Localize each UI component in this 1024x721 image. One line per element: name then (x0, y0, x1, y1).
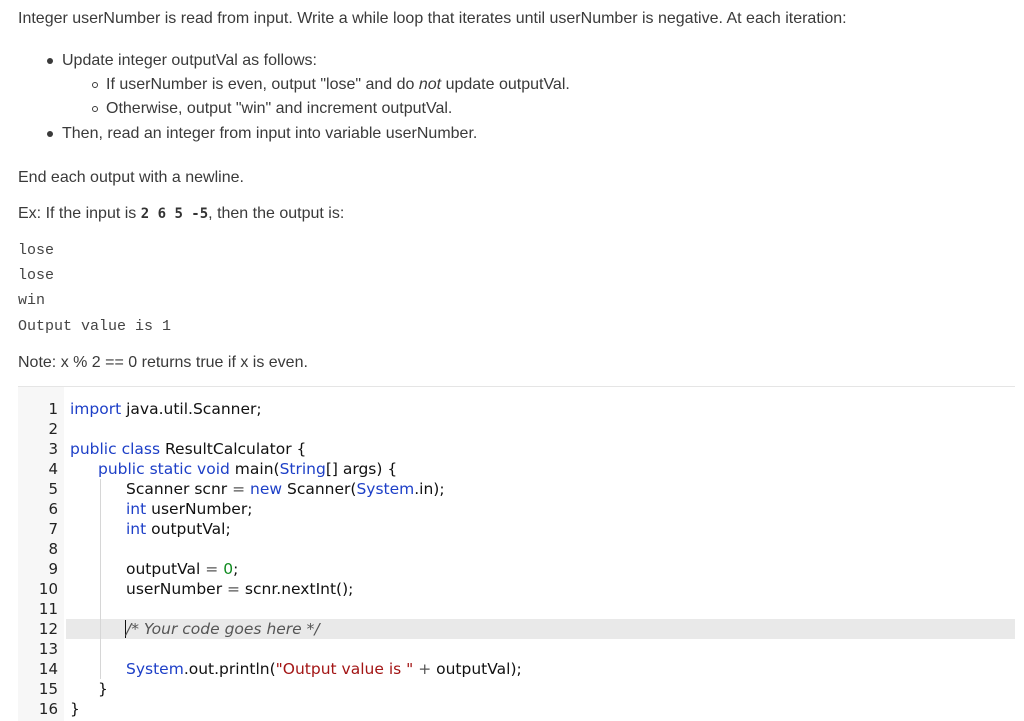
code-line-4[interactable]: public static void main(String[] args) { (98, 459, 397, 479)
line-number: 3 (48, 440, 58, 458)
code-line-14[interactable]: System.out.println("Output value is " + … (126, 659, 522, 679)
active-line-highlight (66, 619, 1015, 639)
operator: = (205, 560, 219, 578)
line-number: 5 (48, 480, 58, 498)
code-text: .out.println( (183, 660, 276, 678)
line-number: 6 (48, 500, 58, 518)
string-literal: "Output value is " (275, 660, 414, 678)
code-text: Scanner( (282, 480, 357, 498)
code-text: userNumber; (146, 500, 253, 518)
line-number: 16 (38, 700, 58, 718)
indent-guide (100, 479, 101, 679)
code-line-7[interactable]: int outputVal; (126, 519, 231, 539)
line-number: 14 (38, 660, 58, 678)
sub-bullet-even-post: update outputVal. (441, 76, 570, 93)
example-text: Ex: If the input is 2 6 5 -5, then the o… (18, 204, 344, 224)
code-line-16[interactable]: } (70, 700, 80, 718)
code-text: java.util.Scanner; (121, 400, 262, 418)
code-editor[interactable]: 1 2 3 4 5 6 7 8 9 10 11 12 13 14 15 16 i… (18, 386, 1015, 721)
line-number: 10 (38, 580, 58, 598)
keyword: import (70, 400, 122, 418)
bullet-dot-icon (47, 58, 53, 64)
line-number: 2 (48, 420, 58, 438)
line-number: 11 (38, 600, 58, 618)
code-text: scnr.nextInt(); (240, 580, 354, 598)
keyword: int (126, 520, 147, 538)
operator: + (413, 660, 432, 678)
code-text: Scanner scnr (126, 480, 233, 498)
operator: = (232, 480, 246, 498)
sub-bullet-even-emphasis: not (418, 76, 442, 93)
line-number: 9 (48, 560, 58, 578)
line-number: 15 (38, 680, 58, 698)
output-line-4: Output value is 1 (18, 318, 172, 335)
output-line-3: win (18, 292, 46, 309)
code-text: ResultCalculator { (160, 440, 307, 458)
number-literal: 0 (218, 560, 234, 578)
text-cursor (125, 620, 126, 638)
code-line-15[interactable]: } (98, 680, 108, 698)
code-text: userNumber (126, 580, 227, 598)
sub-bullet-even-pre: If userNumber is even, output "lose" and… (106, 76, 419, 93)
example-pre: Ex: If the input is (18, 205, 141, 222)
code-line-3[interactable]: public class ResultCalculator { (70, 439, 306, 459)
keyword: public static void (98, 460, 230, 478)
code-text: ; (233, 560, 239, 578)
line-number: 4 (48, 460, 58, 478)
code-line-6[interactable]: int userNumber; (126, 499, 252, 519)
code-text: [] args) { (325, 460, 398, 478)
code-line-1[interactable]: import java.util.Scanner; (70, 399, 262, 419)
end-note-text: End each output with a newline. (18, 169, 244, 186)
code-text: outputVal); (431, 660, 522, 678)
bullet-ring-icon (92, 106, 98, 112)
code-line-5[interactable]: Scanner scnr = new Scanner(System.in); (126, 479, 445, 499)
bullet-dot-icon (47, 131, 53, 137)
keyword: int (126, 500, 147, 518)
operator: = (227, 580, 240, 598)
type-name: System (126, 660, 184, 678)
code-line-9[interactable]: outputVal = 0; (126, 559, 238, 579)
code-text: .in); (414, 480, 445, 498)
intro-text: Integer userNumber is read from input. W… (18, 10, 847, 27)
line-number: 13 (38, 640, 58, 658)
code-text: outputVal (126, 560, 206, 578)
type-name: String (279, 460, 326, 478)
code-line-10[interactable]: userNumber = scnr.nextInt(); (126, 579, 353, 599)
output-line-1: lose (18, 242, 55, 259)
line-number: 1 (48, 400, 58, 418)
bullet-ring-icon (92, 82, 98, 88)
keyword: new (245, 480, 283, 498)
note-text: Note: x % 2 == 0 returns true if x is ev… (18, 354, 308, 371)
bullet-update-text: Update integer outputVal as follows: (62, 52, 317, 69)
type-name: System (356, 480, 415, 498)
code-text: main( (229, 460, 280, 478)
line-number: 8 (48, 540, 58, 558)
line-number: 12 (38, 620, 58, 638)
keyword: public class (70, 440, 161, 458)
bullet-read-text: Then, read an integer from input into va… (62, 125, 478, 142)
sub-bullet-even: If userNumber is even, output "lose" and… (106, 75, 570, 95)
example-post: , then the output is: (208, 205, 345, 222)
output-line-2: lose (18, 267, 55, 284)
code-area[interactable] (64, 387, 1015, 721)
sub-bullet-odd: Otherwise, output "win" and increment ou… (106, 100, 453, 117)
example-input: 2 6 5 -5 (140, 206, 209, 222)
line-number: 7 (48, 520, 58, 538)
code-text: outputVal; (146, 520, 231, 538)
code-line-12[interactable]: /* Your code goes here */ (126, 620, 320, 638)
